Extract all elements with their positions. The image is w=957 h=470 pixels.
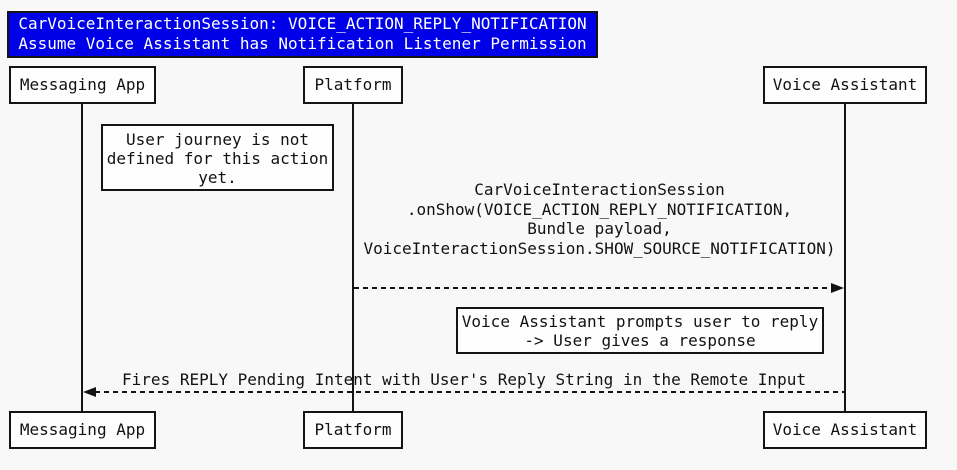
arrowhead-left-icon bbox=[83, 387, 96, 397]
diagram-title: CarVoiceInteractionSession: VOICE_ACTION… bbox=[7, 11, 598, 58]
message-onshow-line2: .onShow(VOICE_ACTION_REPLY_NOTIFICATION, bbox=[406, 199, 793, 219]
lifeline-platform bbox=[352, 104, 354, 411]
note-voice-assistant-prompts-line2: -> User gives a response bbox=[524, 331, 756, 350]
participant-platform-bottom: Platform bbox=[303, 411, 403, 449]
message-onshow-line4: VoiceInteractionSession.SHOW_SOURCE_NOTI… bbox=[363, 238, 836, 258]
note-user-journey-line1: User journey is not bbox=[125, 130, 310, 149]
note-voice-assistant-prompts: Voice Assistant prompts user to reply ->… bbox=[456, 307, 824, 354]
participant-voice-assistant-top: Voice Assistant bbox=[763, 66, 927, 104]
note-user-journey: User journey is not defined for this act… bbox=[101, 124, 334, 191]
arrow-voice-assistant-to-messaging-app bbox=[95, 391, 845, 393]
message-onshow-line3: Bundle payload, bbox=[527, 219, 672, 238]
note-user-journey-line2: defined for this action bbox=[106, 149, 329, 168]
participant-messaging-app-top: Messaging App bbox=[9, 66, 156, 104]
note-user-journey-line3: yet. bbox=[198, 168, 237, 187]
arrow-platform-to-voice-assistant bbox=[354, 287, 833, 289]
note-voice-assistant-prompts-line1: Voice Assistant prompts user to reply bbox=[461, 312, 819, 331]
message-onshow-label: CarVoiceInteractionSession .onShow(VOICE… bbox=[354, 180, 845, 258]
arrowhead-right-icon bbox=[831, 283, 844, 293]
lifeline-messaging-app bbox=[81, 104, 83, 411]
diagram-title-line2: Assume Voice Assistant has Notification … bbox=[18, 34, 587, 53]
participant-platform-top: Platform bbox=[303, 66, 403, 104]
lifeline-voice-assistant bbox=[844, 104, 846, 411]
participant-messaging-app-bottom: Messaging App bbox=[9, 411, 156, 449]
diagram-title-line1: CarVoiceInteractionSession: VOICE_ACTION… bbox=[18, 14, 587, 33]
participant-voice-assistant-bottom: Voice Assistant bbox=[763, 411, 927, 449]
message-onshow-line1: CarVoiceInteractionSession bbox=[474, 180, 725, 199]
message-fires-reply-label: Fires REPLY Pending Intent with User's R… bbox=[122, 370, 806, 389]
